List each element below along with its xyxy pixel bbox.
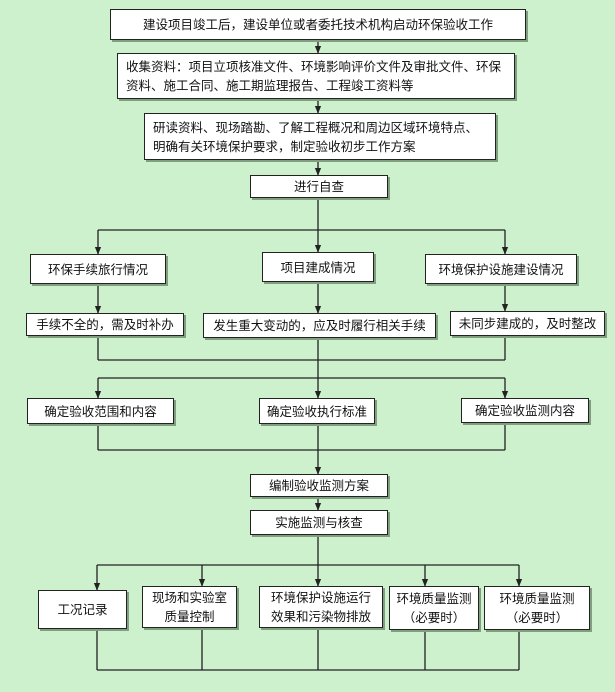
node-collect-materials: 收集资料：项目立项核准文件、环境影响评价文件及审批文件、环保资料、施工合同、施工… bbox=[117, 53, 515, 99]
node-monitoring-content: 确定验收监测内容 bbox=[461, 398, 589, 423]
node-monitoring-plan: 编制验收监测方案 bbox=[250, 474, 388, 497]
node-major-changes: 发生重大变动的，应及时履行相关手续 bbox=[203, 313, 436, 338]
node-self-check: 进行自查 bbox=[250, 175, 388, 198]
node-supplement-procedures: 手续不全的，需及时补办 bbox=[26, 313, 184, 336]
node-env-quality-2: 环境质量监测（必要时） bbox=[484, 586, 590, 630]
node-start-acceptance: 建设项目竣工后，建设单位或者委托技术机构启动环保验收工作 bbox=[110, 9, 526, 40]
node-implement-monitoring: 实施监测与核查 bbox=[250, 510, 388, 535]
node-standards: 确定验收执行标准 bbox=[259, 398, 375, 424]
node-scope: 确定验收范围和内容 bbox=[27, 398, 174, 424]
node-operating-record: 工况记录 bbox=[38, 590, 127, 629]
node-env-quality-1: 环境质量监测（必要时） bbox=[389, 586, 479, 630]
node-env-procedures: 环保手续旅行情况 bbox=[30, 254, 166, 284]
node-rectify: 未同步建成的，及时整改 bbox=[450, 311, 605, 336]
node-facility-status: 环境保护设施建设情况 bbox=[425, 254, 577, 284]
node-study-materials: 研读资料、现场踏勘、了解工程概况和周边区域环境特点、明确有关环境保护要求，制定验… bbox=[144, 113, 496, 160]
node-facility-effect: 环境保护设施运行效果和污染物排放 bbox=[259, 586, 383, 628]
node-project-status: 项目建成情况 bbox=[262, 252, 374, 282]
node-quality-control: 现场和实验室质量控制 bbox=[142, 586, 237, 628]
